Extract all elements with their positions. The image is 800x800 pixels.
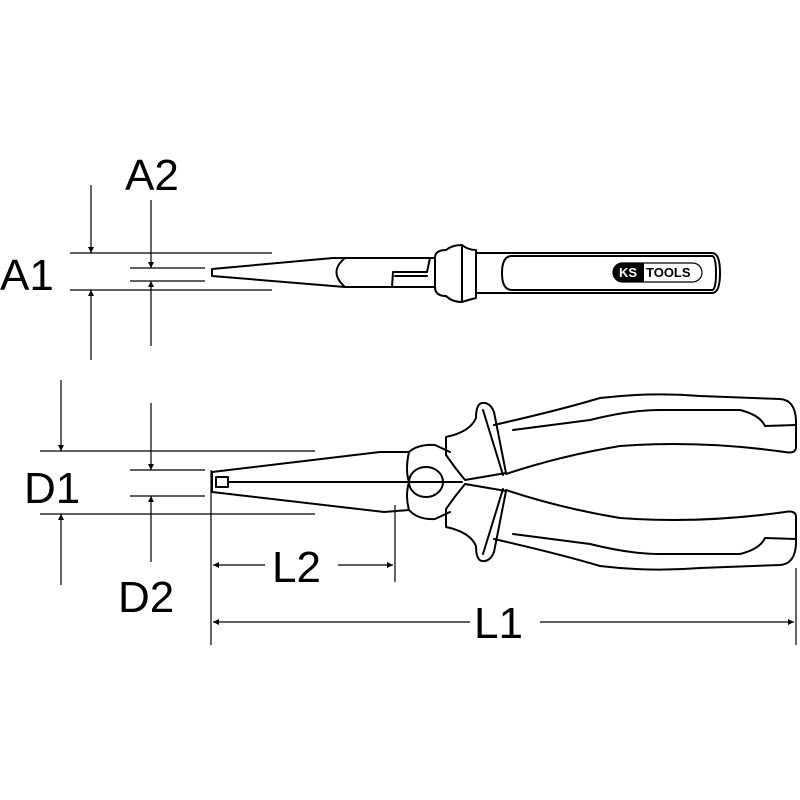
dimension-a1: A1: [0, 185, 272, 360]
label-d1: D1: [24, 464, 80, 513]
dimension-l1: L1: [213, 568, 797, 648]
logo-tools-text: TOOLS: [646, 265, 691, 280]
label-l1: L1: [474, 599, 523, 648]
dimension-d2: D2: [118, 403, 205, 622]
logo-ks-text: KS: [619, 265, 637, 280]
dimension-a2: A2: [125, 151, 205, 346]
label-a2: A2: [125, 151, 179, 200]
label-l2: L2: [272, 543, 321, 592]
dimension-l2: L2: [210, 470, 396, 645]
label-a1: A1: [0, 251, 54, 300]
pliers-top-view: KS TOOLS: [211, 244, 721, 303]
label-d2: D2: [118, 573, 174, 622]
ks-tools-logo: KS TOOLS: [612, 262, 703, 283]
dimension-d1: D1: [24, 380, 315, 585]
pliers-side-view: [211, 393, 797, 571]
